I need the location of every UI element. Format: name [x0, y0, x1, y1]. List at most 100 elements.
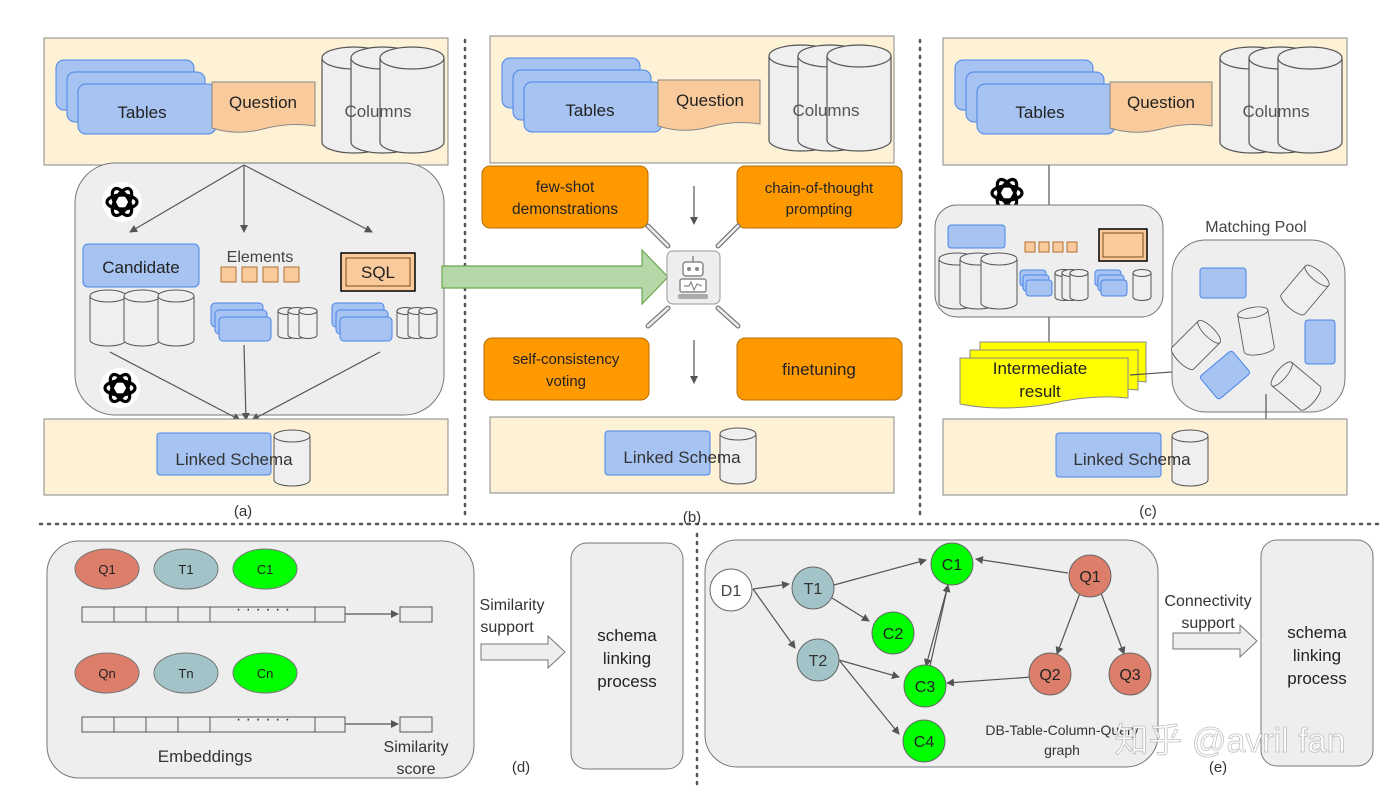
- svg-text:Connectivity: Connectivity: [1164, 593, 1251, 610]
- openai-icon: [98, 366, 142, 410]
- svg-text:voting: voting: [546, 373, 586, 390]
- node-q3: [1108, 652, 1152, 696]
- sql-box: SQL: [340, 252, 416, 292]
- svg-text:schema: schema: [597, 626, 657, 645]
- svg-text:Q2: Q2: [1039, 667, 1060, 684]
- process-c-cyls-1: [1054, 269, 1089, 301]
- svg-text:process: process: [1287, 669, 1347, 688]
- candidate-box: [82, 243, 200, 288]
- linked-schema-label-a: Linked Schema: [175, 450, 293, 469]
- svg-text:process: process: [597, 672, 657, 691]
- caption-a: (a): [234, 503, 252, 520]
- schema-linking-box-e: [1260, 539, 1374, 767]
- node-t1: [791, 566, 835, 610]
- columns-cylinders-a: Columns: [321, 46, 445, 154]
- question-label-a: Question: [229, 93, 297, 112]
- caption-e: (e): [1209, 759, 1227, 776]
- similarity-arrow: [480, 634, 566, 670]
- question-shape-b: Question: [657, 79, 761, 131]
- columns-cylinders-b: Columns: [768, 44, 892, 152]
- candidate-label: Candidate: [102, 258, 180, 277]
- svg-text:D1: D1: [721, 583, 742, 600]
- svg-text:Cn: Cn: [257, 666, 274, 681]
- columns-label-c: Columns: [1242, 102, 1309, 121]
- svg-text:C1: C1: [257, 562, 274, 577]
- panel-e: D1 T1 T2 C1 C2 C3 C4 Q1 Q2 Q3 DB-Table-C…: [704, 539, 1374, 776]
- graph-nodes: D1 T1 T2 C1 C2 C3 C4 Q1 Q2 Q3: [709, 542, 1152, 763]
- panel-a: Tables Question Columns Candidate: [43, 37, 449, 520]
- svg-text:score: score: [396, 761, 435, 778]
- embedding-vector-1: [81, 606, 433, 623]
- connectivity-arrow: [1172, 623, 1258, 659]
- transfer-arrow: [441, 248, 669, 306]
- svg-text:demonstrations: demonstrations: [512, 201, 618, 218]
- intermediate-result-note: Intermediate result: [959, 341, 1147, 409]
- caption-c: (c): [1139, 503, 1157, 520]
- node-q2: [1028, 652, 1072, 696]
- schema-linking-box-d: [570, 542, 684, 770]
- robot-icon: [666, 250, 721, 305]
- panel-b: Tables Question Columns few-shot demonst…: [481, 35, 903, 526]
- tables-label-c: Tables: [1015, 103, 1064, 122]
- embeddings-label: Embeddings: [158, 747, 253, 766]
- ellipsis-dots: · · · · · ·: [236, 711, 290, 728]
- tables-label-b: Tables: [565, 101, 614, 120]
- panel-d: Q1 T1 C1 · · · · · · Qn Tn Cn: [46, 540, 684, 779]
- svg-text:Q1: Q1: [98, 562, 115, 577]
- elements-label: Elements: [227, 249, 294, 266]
- node-d1: [709, 568, 753, 612]
- linked-schema-label-c: Linked Schema: [1073, 450, 1191, 469]
- self-consistency-box: self-consistency voting: [483, 337, 650, 401]
- caption-d: (d): [512, 759, 530, 776]
- question-label-b: Question: [676, 91, 744, 110]
- svg-text:T1: T1: [804, 581, 823, 598]
- svg-text:Similarity: Similarity: [384, 739, 449, 756]
- watermark: 知乎 @avril fan: [1114, 722, 1345, 760]
- columns-label-b: Columns: [792, 101, 859, 120]
- svg-text:C4: C4: [914, 734, 935, 751]
- svg-text:prompting: prompting: [786, 201, 853, 218]
- elements-cylinders: [277, 307, 318, 339]
- few-shot-box: few-shot demonstrations: [481, 165, 649, 229]
- process-c-sql: [1098, 228, 1148, 262]
- question-shape-c: Question: [1109, 81, 1213, 133]
- sql-tables-stack: [331, 302, 393, 342]
- svg-text:Q1: Q1: [1079, 569, 1100, 586]
- embedding-row-2: Qn Tn Cn: [74, 652, 298, 694]
- matching-pool-items: [1167, 261, 1336, 414]
- svg-text:linking: linking: [603, 649, 651, 668]
- openai-icon: [100, 180, 144, 224]
- caption-b: (b): [683, 509, 701, 526]
- svg-text:support: support: [480, 619, 534, 636]
- columns-cylinders-c: Columns: [1219, 46, 1343, 154]
- ellipsis-dots: · · · · · ·: [236, 601, 290, 618]
- svg-text:schema: schema: [1287, 623, 1347, 642]
- svg-text:graph: graph: [1044, 742, 1080, 758]
- tables-stack-c: Tables: [954, 59, 1116, 135]
- sql-cylinders: [396, 307, 438, 339]
- node-t2: [796, 638, 840, 682]
- tables-stack-a: Tables: [55, 59, 217, 135]
- node-c3: [903, 664, 947, 708]
- node-c2: [871, 611, 915, 655]
- linked-schema-label-b: Linked Schema: [623, 448, 741, 467]
- chain-of-thought-box: chain-of-thought prompting: [736, 165, 903, 229]
- svg-text:support: support: [1181, 615, 1235, 632]
- node-c1: [930, 542, 974, 586]
- process-c-squares: [1024, 241, 1078, 253]
- svg-text:T1: T1: [178, 562, 193, 577]
- svg-text:few-shot: few-shot: [536, 179, 595, 196]
- question-label-c: Question: [1127, 93, 1195, 112]
- columns-label-a: Columns: [344, 102, 411, 121]
- embedding-row-1: Q1 T1 C1: [74, 548, 298, 590]
- matching-pool-label: Matching Pool: [1205, 219, 1306, 236]
- svg-text:Tn: Tn: [178, 666, 193, 681]
- svg-text:Intermediate: Intermediate: [993, 359, 1088, 378]
- question-shape-a: Question: [211, 81, 316, 133]
- svg-text:C3: C3: [915, 679, 936, 696]
- separators: [38, 38, 1382, 787]
- svg-text:T2: T2: [809, 653, 828, 670]
- svg-text:C2: C2: [883, 626, 904, 643]
- svg-text:linking: linking: [1293, 646, 1341, 665]
